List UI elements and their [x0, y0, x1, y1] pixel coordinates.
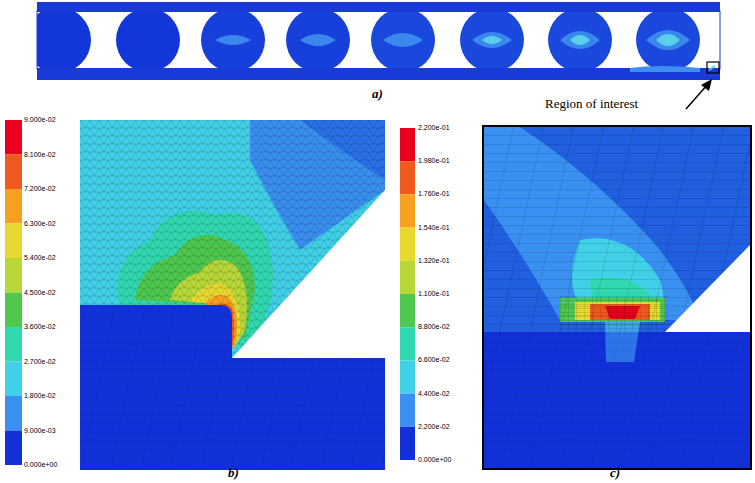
contour-plot — [484, 127, 750, 468]
colorbar-value: 5.400e-02 — [24, 254, 56, 262]
colorbar — [5, 120, 22, 465]
colorbar-value: 6.300e-02 — [24, 220, 56, 228]
colorbar-value: 9.000e-02 — [24, 116, 56, 124]
colorbar-value: 1.320e-01 — [418, 257, 450, 265]
colorbar-value: 4.400e-02 — [418, 390, 450, 398]
colorbar-value: 2.200e-02 — [418, 423, 450, 431]
panel-label: b) — [228, 465, 239, 481]
colorbar-value: 1.540e-01 — [418, 224, 450, 232]
colorbar-value: 2.200e-01 — [418, 124, 450, 132]
colorbar-value: 4.500e-02 — [24, 289, 56, 297]
colorbar-value: 1.760e-01 — [418, 190, 450, 198]
colorbar-value: 6.600e-02 — [418, 356, 450, 364]
panel-label: a) — [372, 86, 383, 102]
colorbar-value: 1.980e-01 — [418, 157, 450, 165]
colorbar-value: 0.000e+00 — [24, 461, 57, 469]
beam-strip — [25, 2, 720, 80]
colorbar — [400, 128, 415, 460]
colorbar-value: 1.100e-01 — [418, 290, 450, 298]
colorbar-value: 8.100e-02 — [24, 151, 56, 159]
callout-label: Region of interest — [545, 96, 638, 112]
colorbar-value: 3.600e-02 — [24, 323, 56, 331]
colorbar-value: 8.800e-02 — [418, 323, 450, 331]
colorbar-value: 0.000e+00 — [418, 456, 451, 464]
pointer-arrow — [686, 79, 712, 109]
colorbar-value: 9.000e-03 — [24, 427, 56, 435]
panel-label: c) — [610, 465, 620, 481]
contour-plot — [80, 120, 385, 470]
panel-frame — [482, 125, 752, 470]
colorbar-value: 2.700e-02 — [24, 358, 56, 366]
colorbar-value: 1.800e-02 — [24, 392, 56, 400]
colorbar-value: 7.200e-02 — [24, 185, 56, 193]
